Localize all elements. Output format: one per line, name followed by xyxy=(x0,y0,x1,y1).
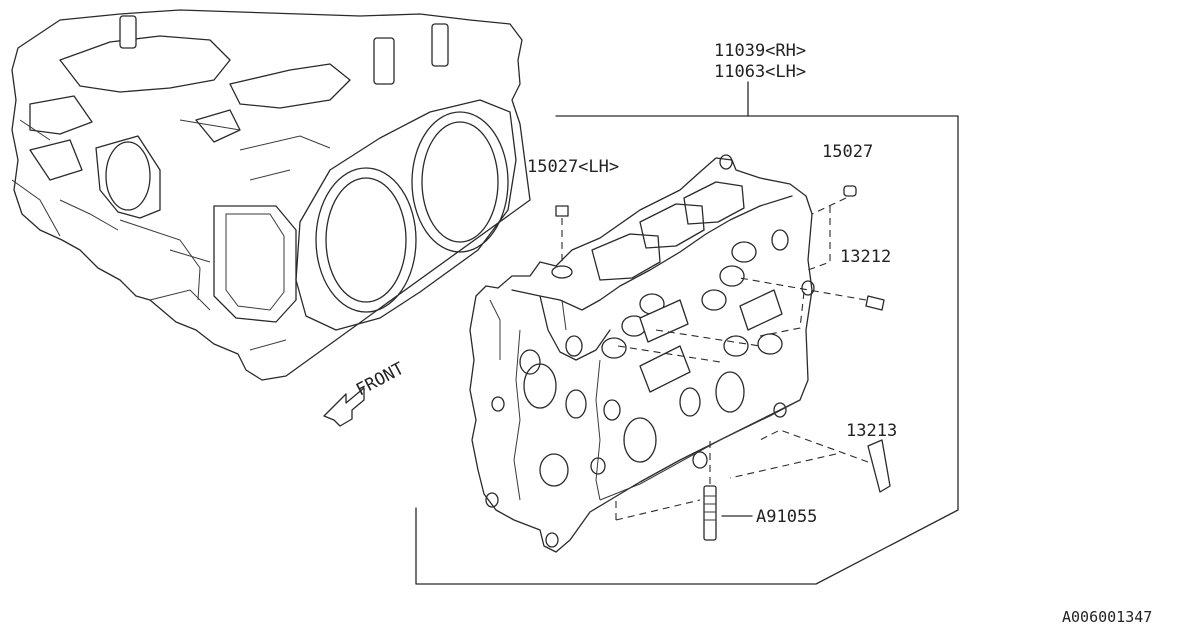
label-13212: 13212 xyxy=(840,247,891,267)
small-parts xyxy=(555,205,891,541)
callout-bracket xyxy=(415,81,959,585)
front-label: FRONT xyxy=(353,359,408,401)
label-a91055: A91055 xyxy=(756,507,817,527)
reference-code: A006001347 xyxy=(1062,608,1152,626)
label-11063-lh: 11063<LH> xyxy=(714,62,806,82)
part-labels: 11039<RH> 11063<LH> 15027<LH> 15027 1321… xyxy=(527,41,897,527)
label-15027: 15027 xyxy=(822,142,873,162)
label-11039-rh: 11039<RH> xyxy=(714,41,806,61)
label-15027-lh: 15027<LH> xyxy=(527,157,619,177)
dashed-leader-lines xyxy=(561,197,869,521)
engine-block-illustration xyxy=(11,9,531,381)
label-13213: 13213 xyxy=(846,421,897,441)
front-direction-arrow: FRONT xyxy=(323,359,408,427)
cylinder-head-illustration xyxy=(469,154,857,553)
